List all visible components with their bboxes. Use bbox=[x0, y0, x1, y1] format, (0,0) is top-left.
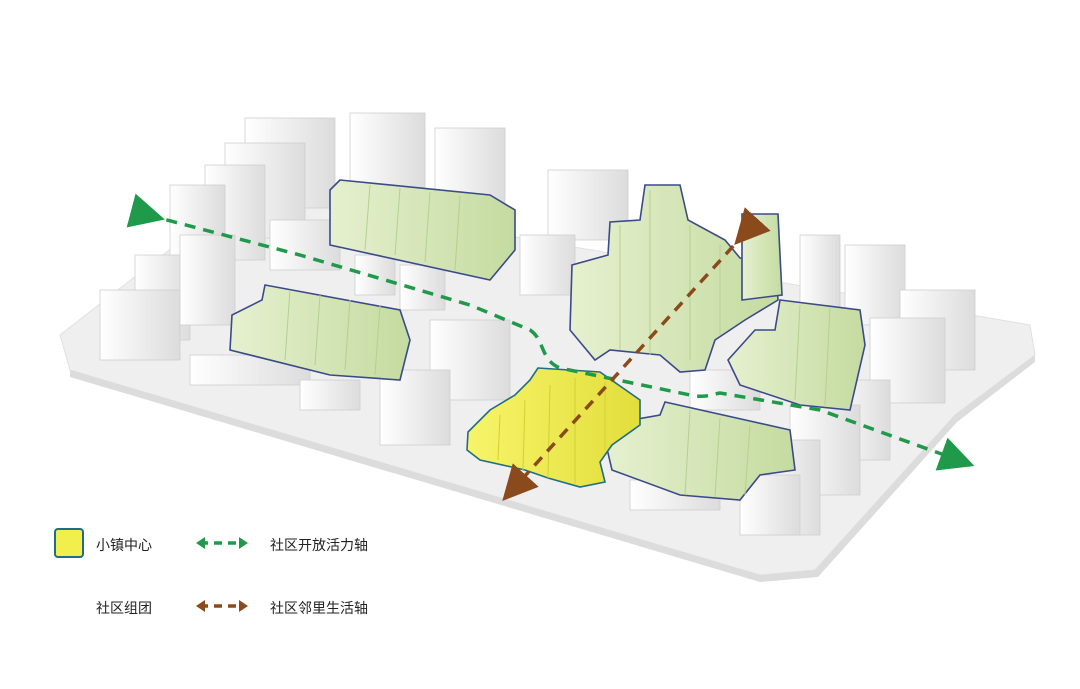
legend-town-center-label: 小镇中心 bbox=[96, 538, 152, 554]
legend-brown-arrow-icon bbox=[196, 600, 248, 612]
legend-green-arrow-icon bbox=[196, 537, 248, 549]
legend-life-axis-label: 社区邻里生活轴 bbox=[270, 601, 368, 617]
legend-community-cluster-label: 社区组团 bbox=[96, 601, 152, 617]
town-center-swatch bbox=[54, 528, 84, 558]
legend-vitality-axis-label: 社区开放活力轴 bbox=[270, 538, 368, 554]
brown-life-axis bbox=[502, 207, 771, 501]
cluster-tall-slab bbox=[741, 213, 783, 301]
